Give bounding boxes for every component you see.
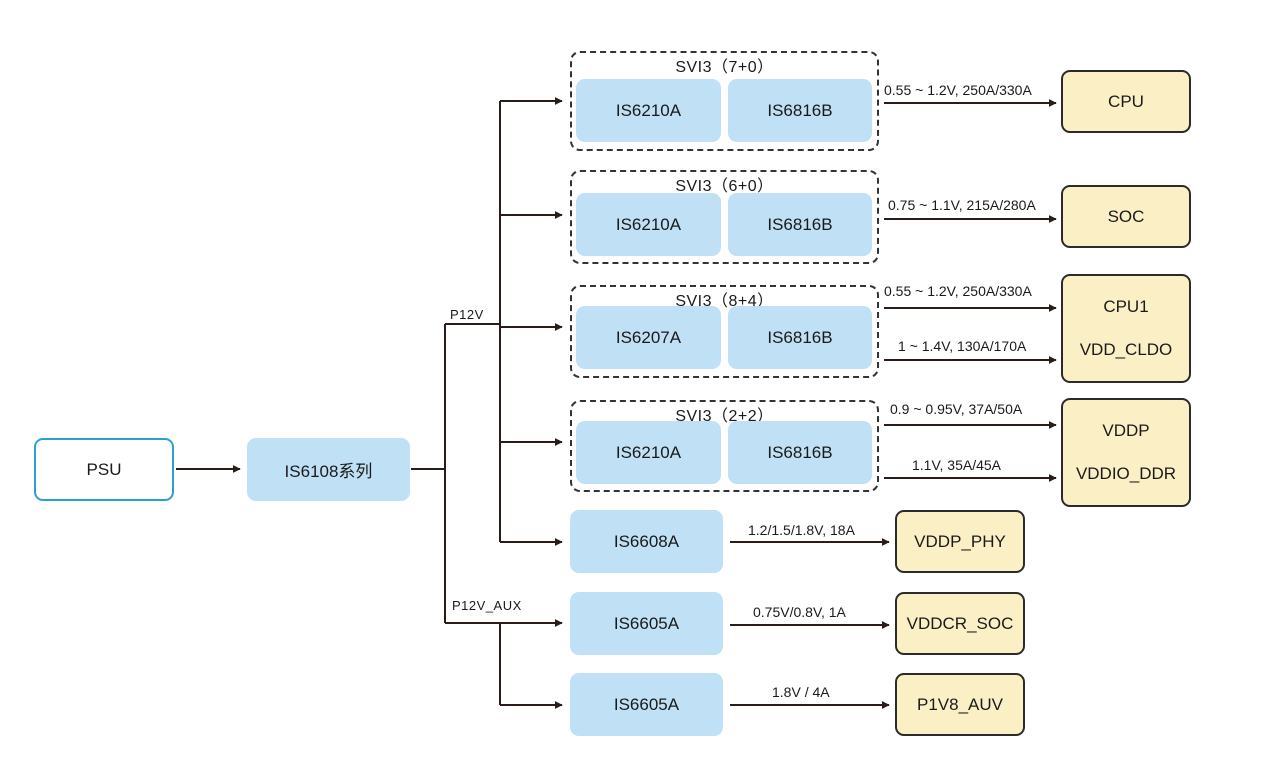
group-2-output-spec: 0.75 ~ 1.1V, 215A/280A bbox=[888, 197, 1036, 213]
single-regulator-3: IS6605A bbox=[570, 673, 723, 736]
group-2-power-stage-chip: IS6816B bbox=[728, 193, 872, 256]
load-cpu1-vdd-cldo: CPU1 VDD_CLDO bbox=[1061, 274, 1191, 383]
load-vddio-ddr-label: VDDIO_DDR bbox=[1075, 463, 1177, 483]
load-soc: SOC bbox=[1061, 185, 1191, 248]
load-vddcr-soc: VDDCR_SOC bbox=[895, 592, 1025, 655]
regulator-group-3: SVI3（8+4） bbox=[570, 285, 879, 378]
single-3-output-spec: 1.8V / 4A bbox=[772, 684, 830, 700]
group-4-output-spec-b: 1.1V, 35A/45A bbox=[912, 457, 1002, 473]
regulator-group-1: SVI3（7+0） bbox=[570, 51, 879, 151]
load-p1v8-auv: P1V8_AUV bbox=[895, 673, 1025, 736]
load-vddp-phy: VDDP_PHY bbox=[895, 510, 1025, 573]
rail-label-p12v-aux: P12V_AUX bbox=[452, 598, 522, 613]
group-3-controller-chip: IS6207A bbox=[576, 306, 721, 369]
single-2-output-spec: 0.75V/0.8V, 1A bbox=[753, 604, 846, 620]
group-3-power-stage-chip: IS6816B bbox=[728, 306, 872, 369]
group-3-output-spec-a: 0.55 ~ 1.2V, 250A/330A bbox=[884, 283, 1032, 299]
group-1-output-spec: 0.55 ~ 1.2V, 250A/330A bbox=[884, 82, 1032, 98]
rail-label-p12v: P12V bbox=[450, 307, 484, 322]
group-2-title: SVI3（6+0） bbox=[675, 178, 774, 195]
load-vddp-vddio-ddr: VDDP VDDIO_DDR bbox=[1061, 398, 1191, 507]
group-3-output-spec-b: 1 ~ 1.4V, 130A/170A bbox=[898, 338, 1027, 354]
group-3-title: SVI3（8+4） bbox=[675, 293, 774, 310]
single-1-output-spec: 1.2/1.5/1.8V, 18A bbox=[748, 522, 855, 538]
regulator-group-2: SVI3（6+0） bbox=[570, 170, 879, 264]
group-4-output-spec-a: 0.9 ~ 0.95V, 37A/50A bbox=[890, 401, 1023, 417]
load-cpu1-label: CPU1 bbox=[1103, 297, 1149, 317]
group-2-controller-chip: IS6210A bbox=[576, 193, 721, 256]
group-1-controller-chip: IS6210A bbox=[576, 79, 721, 142]
group-4-controller-chip: IS6210A bbox=[576, 421, 721, 484]
load-cpu: CPU bbox=[1061, 70, 1191, 133]
psu-box: PSU bbox=[34, 438, 174, 501]
group-1-title: SVI3（7+0） bbox=[675, 59, 774, 76]
load-vdd-cldo-label: VDD_CLDO bbox=[1079, 339, 1173, 359]
single-regulator-1: IS6608A bbox=[570, 510, 723, 573]
group-4-power-stage-chip: IS6816B bbox=[728, 421, 872, 484]
single-regulator-2: IS6605A bbox=[570, 592, 723, 655]
group-1-power-stage-chip: IS6816B bbox=[728, 79, 872, 142]
group-4-title: SVI3（2+2） bbox=[675, 408, 774, 425]
regulator-group-4: SVI3（2+2） bbox=[570, 400, 879, 492]
controller-box: IS6108系列 bbox=[247, 438, 410, 501]
load-vddp-label: VDDP bbox=[1102, 421, 1150, 441]
